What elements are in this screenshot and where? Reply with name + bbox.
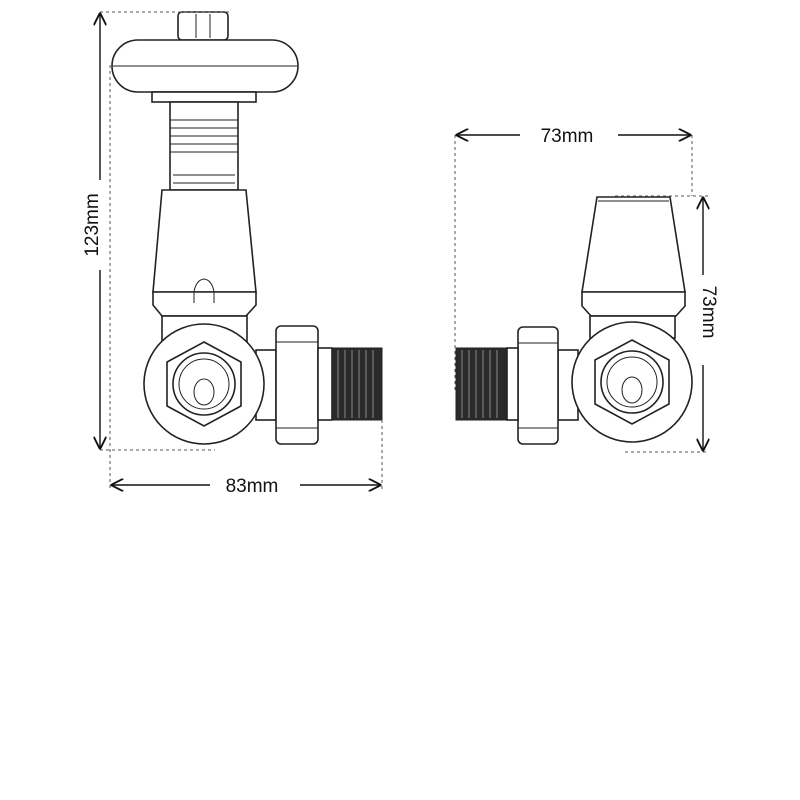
height-label-left: 123mm xyxy=(82,193,103,256)
lockshield-valve-front-view xyxy=(455,196,693,445)
right-dimensions xyxy=(454,135,708,453)
width-label-left: 83mm xyxy=(226,476,279,497)
pipe-thread xyxy=(331,347,383,421)
pipe-thread xyxy=(455,347,508,421)
width-label-right: 73mm xyxy=(541,126,594,147)
thermostatic-valve-front-view xyxy=(111,11,383,445)
height-label-right: 73mm xyxy=(698,286,719,339)
left-dimensions xyxy=(100,11,383,490)
